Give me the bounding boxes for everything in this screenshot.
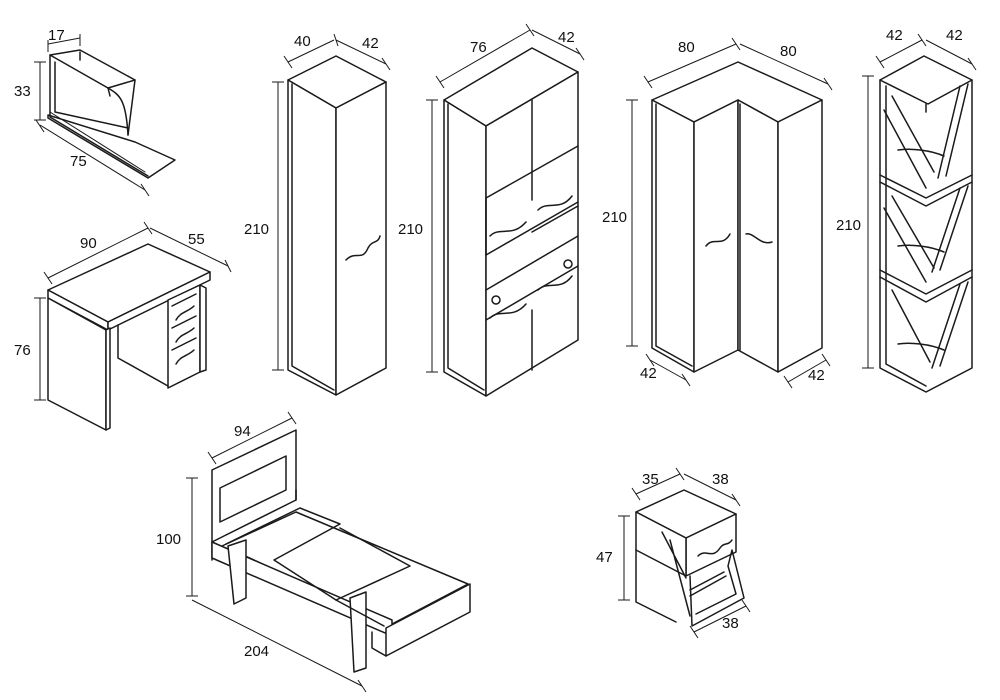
wall-shelf-width-label: 75 [70, 153, 87, 170]
wall-shelf-height-label: 33 [14, 83, 31, 100]
nightstand-width-label: 35 [642, 471, 659, 488]
corner-wardrobe-height-label: 210 [602, 209, 627, 226]
corner-wardrobe: 80 80 210 42 42 [602, 37, 833, 389]
wardrobe-depth-label: 42 [558, 29, 575, 46]
wardrobe-width-label: 76 [470, 39, 487, 56]
corner-wardrobe-width-left-label: 80 [678, 39, 695, 56]
tall-cabinet-depth-label: 42 [362, 35, 379, 52]
bed-length-label: 204 [244, 643, 269, 660]
desk-height-label: 76 [14, 342, 31, 359]
tall-cabinet-height-label: 210 [244, 221, 269, 238]
nightstand-depth-label: 38 [712, 471, 729, 488]
corner-wardrobe-width-right-label: 80 [780, 43, 797, 60]
bed-height-label: 100 [156, 531, 181, 548]
bookcase-depth-label: 42 [946, 27, 963, 44]
bookcase-height-label: 210 [836, 217, 861, 234]
desk-depth-label: 55 [188, 231, 205, 248]
bed: 94 100 204 [156, 411, 471, 693]
wardrobe-height-label: 210 [398, 221, 423, 238]
tall-cabinet: 40 42 210 [244, 33, 391, 396]
bookcase-width-label: 42 [886, 27, 903, 44]
bookcase: 42 42 210 [836, 27, 977, 393]
desk: 90 55 76 [14, 221, 232, 431]
desk-width-label: 90 [80, 235, 97, 252]
nightstand-base-depth-label: 38 [722, 615, 739, 632]
wardrobe-two-door: 76 42 210 [398, 23, 585, 397]
nightstand: 35 38 47 38 [596, 467, 751, 639]
corner-wardrobe-depth-left-label: 42 [640, 365, 657, 382]
tall-cabinet-width-label: 40 [294, 33, 311, 50]
wall-shelf: 17 33 75 [14, 27, 176, 197]
corner-wardrobe-depth-right-label: 42 [808, 367, 825, 384]
bed-width-label: 94 [234, 423, 251, 440]
wall-shelf-depth-label: 17 [48, 27, 65, 44]
nightstand-height-label: 47 [596, 549, 613, 566]
